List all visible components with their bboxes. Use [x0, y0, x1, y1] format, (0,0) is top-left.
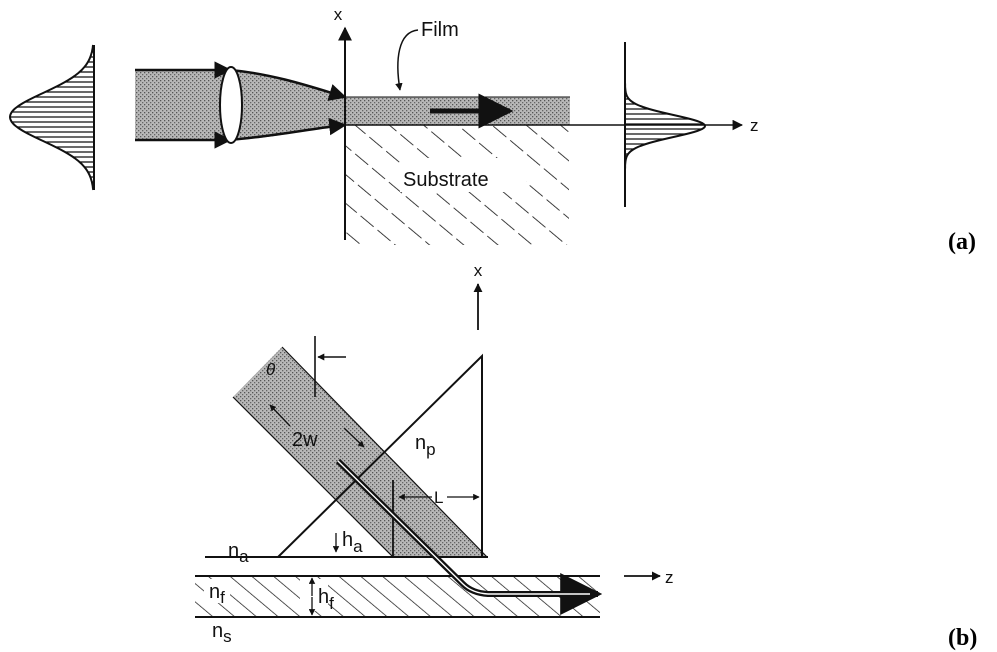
gap-height-label: ha	[342, 529, 363, 556]
film-thickness-label: hf	[318, 586, 334, 613]
beam-width-label: 2w	[292, 429, 318, 451]
film-index-label: nf	[209, 581, 225, 607]
gap-length-label: L	[434, 488, 443, 507]
output-beam-profile	[624, 42, 707, 207]
axis-x-label-a: x	[334, 5, 343, 24]
input-beam	[135, 61, 347, 149]
axis-x-label-b: x	[474, 261, 483, 280]
substrate-label: Substrate	[403, 169, 489, 191]
axis-z-label-b: z	[665, 568, 674, 587]
panel-b: x z θ	[195, 261, 977, 651]
prism-index-label: np	[415, 432, 436, 459]
film-label: Film	[421, 19, 459, 41]
panel-tag-a: (a)	[948, 229, 976, 255]
substrate-block	[344, 125, 569, 245]
film-layer	[345, 93, 570, 129]
substrate-index-label: ns	[212, 620, 232, 646]
theta-label: θ	[266, 360, 276, 379]
panel-tag-b: (b)	[948, 625, 977, 651]
film-and-substrate	[195, 556, 600, 618]
axis-z-label-a: z	[750, 116, 759, 135]
air-index-label: na	[228, 540, 249, 566]
input-beam-profile	[8, 44, 95, 191]
lens	[219, 66, 243, 144]
panel-a: x z Film Substrate (a)	[8, 5, 976, 255]
